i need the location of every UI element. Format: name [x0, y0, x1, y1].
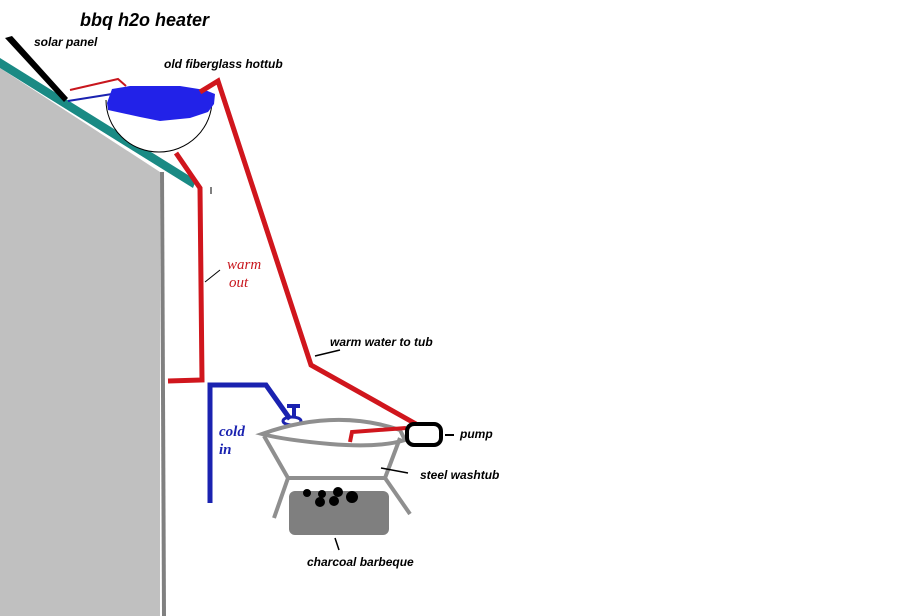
- warm-out-label-line2: out: [229, 275, 249, 291]
- washtub-leader: [380, 467, 409, 474]
- washtub-to-pump-pipe: [348, 426, 407, 443]
- hottub-label: old fiberglass hottub: [164, 57, 283, 71]
- warm-out-leader: [204, 269, 221, 283]
- warm-out-label-line1: warm: [227, 257, 261, 273]
- solar-feed-pipe: [69, 77, 127, 91]
- house-wall-edge: [160, 171, 166, 616]
- diagram-title: bbq h2o heater: [80, 10, 210, 30]
- hottub-water: [107, 86, 215, 121]
- charcoal-briquettes: [303, 487, 358, 507]
- solar-panel: [5, 36, 68, 102]
- steel-washtub: [255, 418, 412, 519]
- warm-water-to-tub-label: warm water to tub: [330, 335, 433, 349]
- roof-eave: [0, 58, 196, 188]
- warm-water-leader: [314, 349, 341, 357]
- warm-out-pipe: [167, 151, 205, 384]
- cold-in-pipe: [207, 382, 293, 503]
- cold-in-label-line2: in: [219, 442, 232, 458]
- charcoal-barbeque: [289, 491, 389, 535]
- bbq-leader: [334, 537, 340, 551]
- solar-panel-label: solar panel: [34, 35, 98, 49]
- pump: [405, 422, 443, 447]
- cold-in-label-line1: cold: [219, 424, 245, 440]
- charcoal-barbeque-label: charcoal barbeque: [307, 555, 414, 569]
- warm-water-to-tub-pipe: [198, 77, 418, 427]
- steel-washtub-label: steel washtub: [420, 468, 499, 482]
- pump-label: pump: [459, 427, 493, 441]
- solar-return-pipe: [67, 93, 113, 102]
- house-wall: [0, 68, 160, 616]
